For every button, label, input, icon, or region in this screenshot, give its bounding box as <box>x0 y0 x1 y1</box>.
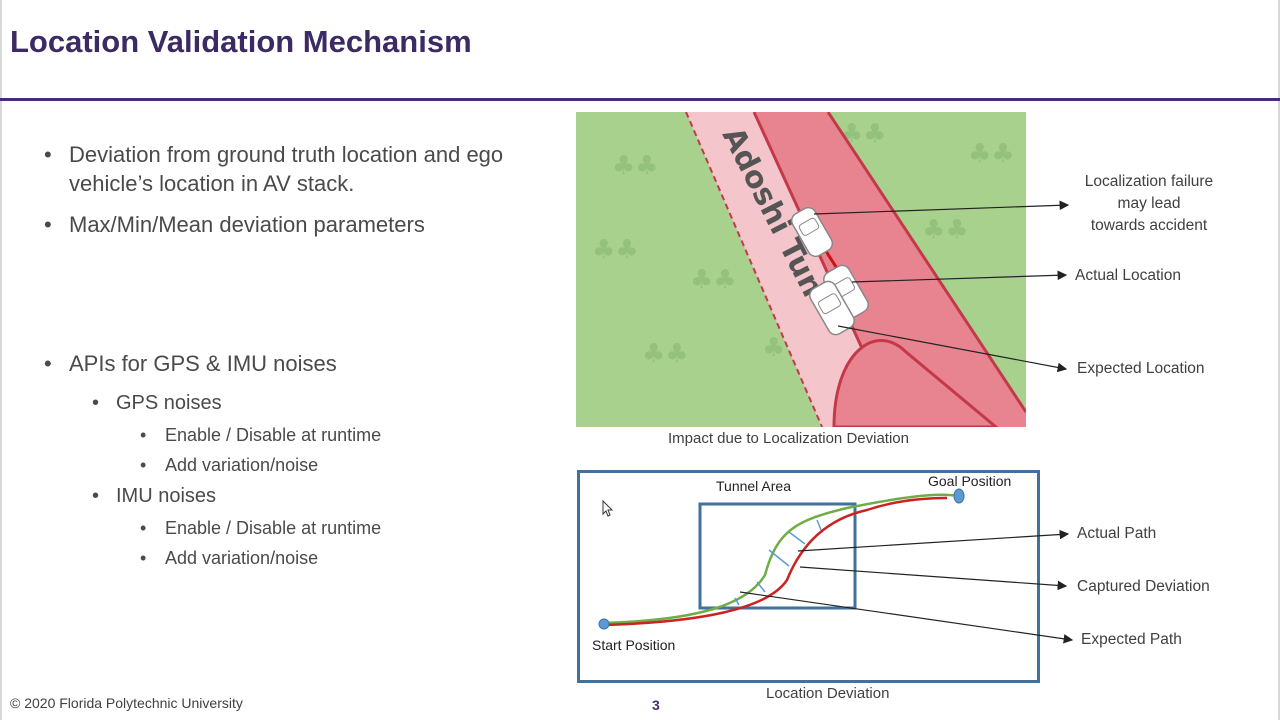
figure1-caption: Impact due to Localization Deviation <box>668 430 909 447</box>
label-localization-failure: Localization failure may lead towards ac… <box>1084 173 1214 234</box>
title-divider <box>0 98 1280 101</box>
label-expected-location: Expected Location <box>1077 360 1205 377</box>
label-expected-path: Expected Path <box>1081 631 1182 648</box>
label-actual-path: Actual Path <box>1077 525 1157 542</box>
localization-map-image: ♣♣ ♣♣ ♣♣ ♣♣ ♣♣ ♣♣ ♣♣ ♣♣ ♣♣ Adoshi Tun <box>576 112 1026 427</box>
bullet-imu-enable: Enable / Disable at runtime <box>140 516 564 540</box>
bullet-gps-enable: Enable / Disable at runtime <box>140 423 564 447</box>
bullet-list: Deviation from ground truth location and… <box>44 140 564 576</box>
svg-text:♣♣: ♣♣ <box>690 265 737 295</box>
bullet-parameters: Max/Min/Mean deviation parameters <box>44 210 564 239</box>
mouse-cursor-icon <box>602 500 614 517</box>
goal-position-marker <box>953 488 965 504</box>
slide-title: Location Validation Mechanism <box>10 24 472 59</box>
svg-text:♣♣: ♣♣ <box>592 235 639 265</box>
slide-right-border <box>1278 0 1280 720</box>
start-position-label: Start Position <box>592 637 675 653</box>
svg-text:♣♣: ♣♣ <box>612 151 659 181</box>
bullet-deviation: Deviation from ground truth location and… <box>44 140 564 198</box>
svg-text:♣♣: ♣♣ <box>642 339 689 369</box>
figure2-caption: Location Deviation <box>766 685 890 702</box>
footer-copyright: © 2020 Florida Polytechnic University <box>10 695 243 711</box>
svg-text:♣♣: ♣♣ <box>922 215 969 245</box>
svg-text:♣♣: ♣♣ <box>968 139 1015 169</box>
bullet-imu-variation: Add variation/noise <box>140 546 564 570</box>
bullet-apis: APIs for GPS & IMU noises <box>44 349 564 378</box>
start-position-marker <box>598 618 610 630</box>
bullet-imu: IMU noises <box>92 483 564 509</box>
tunnel-area-label: Tunnel Area <box>716 478 791 494</box>
goal-position-label: Goal Position <box>928 473 1011 489</box>
bullet-gps-variation: Add variation/noise <box>140 453 564 477</box>
label-actual-location: Actual Location <box>1075 267 1181 284</box>
bullet-gps: GPS noises <box>92 390 564 416</box>
page-number: 3 <box>652 697 660 713</box>
slide-left-border <box>0 0 2 720</box>
location-deviation-diagram: Tunnel Area Goal Position Start Position <box>577 470 1040 683</box>
label-captured-deviation: Captured Deviation <box>1077 578 1210 595</box>
